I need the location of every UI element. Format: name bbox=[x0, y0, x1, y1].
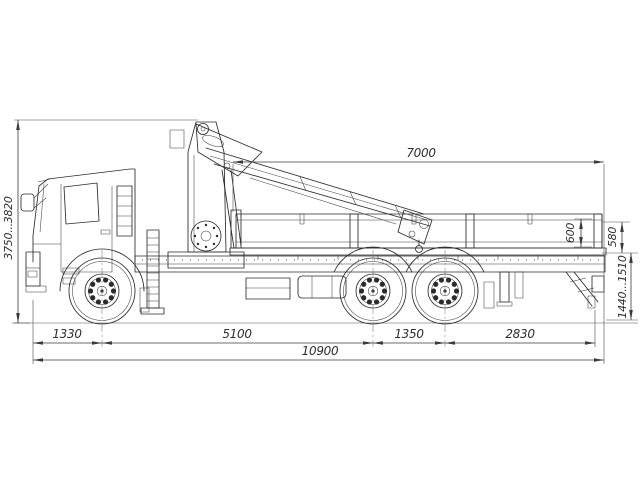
crane-column bbox=[187, 121, 227, 253]
dim-overall-length: 10900 bbox=[302, 344, 339, 358]
headlight bbox=[27, 270, 38, 278]
stake-post bbox=[465, 213, 475, 249]
loader-crane bbox=[140, 121, 433, 315]
dim-rear-bogie-spacing: 1350 bbox=[394, 327, 424, 341]
boom-section bbox=[205, 147, 425, 215]
side-mirror bbox=[20, 193, 35, 212]
hook bbox=[415, 245, 423, 253]
door-handle bbox=[100, 229, 111, 235]
slewing-ring bbox=[190, 220, 222, 252]
mud-flap bbox=[483, 281, 495, 309]
rear-support-leg bbox=[499, 271, 510, 303]
cargo-platform bbox=[229, 209, 607, 260]
wheels bbox=[68, 250, 479, 347]
front-wheel-arch bbox=[59, 248, 145, 292]
rear-mudguard bbox=[333, 246, 413, 273]
dim-rear-overhang: 2830 bbox=[505, 327, 535, 341]
dim-side-board-height: 600 bbox=[564, 223, 577, 243]
sheave bbox=[419, 219, 429, 229]
mirror-arm bbox=[33, 183, 49, 199]
bed-floor bbox=[229, 247, 607, 256]
cab-outline bbox=[32, 168, 136, 263]
rear-mudguard bbox=[405, 246, 485, 273]
fuel-tank bbox=[297, 275, 347, 299]
chassis-frame bbox=[134, 246, 606, 309]
stake-post bbox=[349, 213, 359, 249]
dim-platform-length: 7000 bbox=[406, 146, 436, 160]
cab bbox=[20, 168, 150, 313]
dim-front-overhang: 1330 bbox=[52, 327, 82, 341]
boom-root bbox=[195, 123, 263, 177]
boom-head bbox=[397, 209, 433, 245]
tie-down-hooks bbox=[257, 255, 579, 260]
stake-post bbox=[593, 213, 603, 249]
dim-wheelbase: 5100 bbox=[222, 327, 252, 341]
cab-step bbox=[62, 267, 80, 275]
air-intake-grille bbox=[116, 185, 133, 237]
dim-loading-height: 1440...1510 bbox=[616, 255, 629, 318]
door-window bbox=[63, 182, 100, 225]
lift-cylinder bbox=[221, 169, 235, 249]
dimension-annotations: 3750...3820 7000 600 580 1440...1510 133… bbox=[2, 119, 638, 364]
outrigger-pad bbox=[140, 307, 165, 315]
toolbox bbox=[245, 277, 291, 300]
dim-overall-height: 3750...3820 bbox=[2, 196, 15, 259]
front-mud-flap bbox=[139, 287, 150, 313]
dim-rear-board-height: 580 bbox=[606, 227, 619, 247]
rear-lamp-bracket bbox=[591, 275, 605, 293]
